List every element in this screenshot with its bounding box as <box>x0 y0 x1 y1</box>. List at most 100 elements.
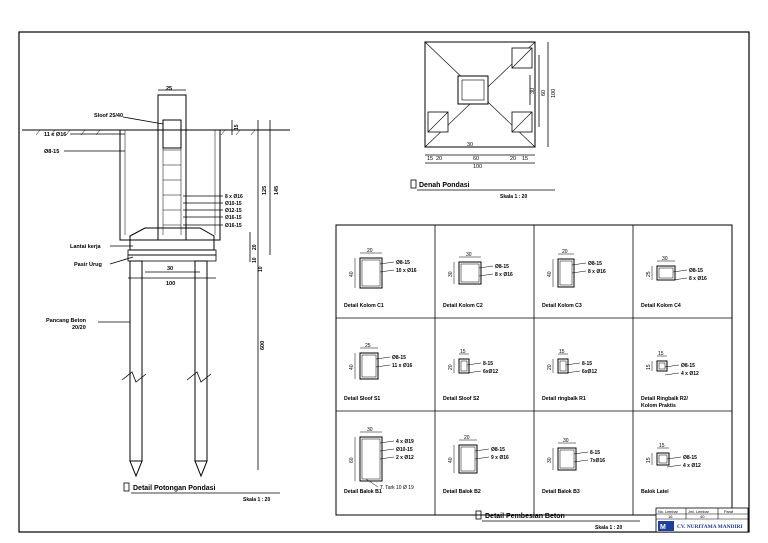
rebar-callout: 2 x Ø12 <box>396 455 414 461</box>
lean-concrete <box>127 249 217 256</box>
beam-section <box>458 358 470 374</box>
stirrup-outline <box>559 449 575 469</box>
callout: 8 x Ø16 <box>225 194 243 200</box>
section-scale: Skala 1 : 20 <box>243 497 270 503</box>
label-lantai-kerja: Lantai kerja <box>70 244 102 250</box>
pedestal-rebar <box>162 135 182 235</box>
rebar-caption: Detail ringbalk R1 <box>542 396 586 402</box>
stirrup-outline <box>658 454 668 464</box>
ground-hatch <box>35 129 256 136</box>
rebar-caption: Detail Balok B2 <box>443 489 481 495</box>
sand-fill <box>127 254 217 262</box>
plan-dim: 15 <box>427 156 433 162</box>
section-width: 20 <box>367 248 373 254</box>
rebar-callout: 8 x Ø16 <box>495 272 513 278</box>
label-pancang-1: Pancang Beton <box>46 318 87 324</box>
rebar-callout: T. Tark 10 Ø 19 <box>380 485 414 491</box>
plan-dim: 30 <box>530 88 536 94</box>
rebar-callout: 8-15 <box>582 361 592 367</box>
pile-cap <box>129 227 215 251</box>
rebar-callout: 9 x Ø16 <box>491 455 509 461</box>
rebar-callout: Ø8-15 <box>588 261 602 267</box>
tb-header: Jml. Lembar <box>688 510 710 514</box>
stirrup-outline <box>460 263 480 283</box>
rebar-callout: Ø10-15 <box>396 447 413 453</box>
stirrup-outline <box>361 259 381 287</box>
section-width: 15 <box>659 443 665 449</box>
rebar-callout: 8-15 <box>483 361 493 367</box>
dim-h-pile-top: 20 <box>252 244 258 250</box>
stirrup-outline <box>559 360 567 372</box>
label-sloof: Sloof 25/40 <box>94 113 123 119</box>
stirrup-outline <box>559 260 573 286</box>
label-pancang-2: 20/20 <box>72 325 86 331</box>
section-height: 40 <box>349 271 355 277</box>
section-height: 20 <box>448 364 454 370</box>
break-mark <box>121 371 147 383</box>
section-width: 20 <box>464 435 470 441</box>
callout: Ø10-15 <box>225 201 242 207</box>
rebar-callout: 4 x Ø12 <box>681 371 699 377</box>
rebar-callout: Ø8-15 <box>689 268 703 274</box>
tb-value: 16 <box>668 514 673 519</box>
callout: Ø16-15 <box>225 215 242 221</box>
rebar-callout: 10 x Ø16 <box>396 268 417 274</box>
foundation-section-text: 25 Sloof 25/40 11 x Ø16 Ø8-15 Lantai ker… <box>44 86 280 350</box>
plan-dim: 20 <box>436 156 442 162</box>
rebar-callout: 6xØ12 <box>483 369 498 375</box>
sheet-border <box>18 31 750 533</box>
rebar-callout: 4 x Ø19 <box>396 439 414 445</box>
rebar-caption: Detail Ringbalk R2/ <box>641 396 689 402</box>
rebar-callout: Ø8-15 <box>392 355 406 361</box>
section-height: 15 <box>646 364 652 370</box>
beam-section <box>458 444 478 474</box>
rebar-caption: Detail Balok B1 <box>344 489 382 495</box>
rebar-caption: Detail Sloof S2 <box>443 396 479 402</box>
stirrup-outline <box>460 360 468 372</box>
foundation-plan <box>424 41 549 164</box>
beam-section <box>458 261 482 285</box>
company-logo <box>658 521 674 531</box>
plan-scale: Skala 1 : 20 <box>500 194 527 200</box>
dim-top-width: 25 <box>166 86 172 92</box>
beam-section <box>359 257 383 289</box>
foundation-section <box>22 89 290 478</box>
stirrup-outline <box>460 446 476 472</box>
beam-section <box>359 352 379 380</box>
column-stub <box>157 94 187 131</box>
plan-dim: 100 <box>551 89 557 98</box>
rebar-callout: 6xØ12 <box>582 369 597 375</box>
pile-right <box>194 260 208 462</box>
dim-base-width: 30 <box>167 266 173 272</box>
rebar-callout: Ø8-15 <box>683 455 697 461</box>
plan-dim: 60 <box>473 156 479 162</box>
break-mark <box>186 371 212 383</box>
foundation-plan-title: Denah Pondasi Skala 1 : 20 <box>410 179 555 200</box>
stirrup-outline <box>658 267 674 279</box>
rebar-caption: Balok Latei <box>641 489 669 495</box>
section-width: 30 <box>563 438 569 444</box>
pedestal <box>157 129 187 241</box>
rebar-caption: Detail Kolom C1 <box>344 303 384 309</box>
section-height: 40 <box>349 364 355 370</box>
section-height: 60 <box>349 457 355 463</box>
dim-base-total: 100 <box>166 281 175 287</box>
section-width: 15 <box>460 349 466 355</box>
excavation <box>119 130 221 241</box>
rebar-callout: 8 x Ø16 <box>689 276 707 282</box>
rebar-callout: 4 x Ø12 <box>683 463 701 469</box>
beam-section <box>557 258 575 288</box>
section-height: 15 <box>646 457 652 463</box>
rebar-caption: Kolom Praktis <box>641 403 676 409</box>
pile-right-tip <box>194 460 208 478</box>
rebar-callout: Ø8-15 <box>396 260 410 266</box>
dim-h-tie: 15 <box>234 124 240 130</box>
